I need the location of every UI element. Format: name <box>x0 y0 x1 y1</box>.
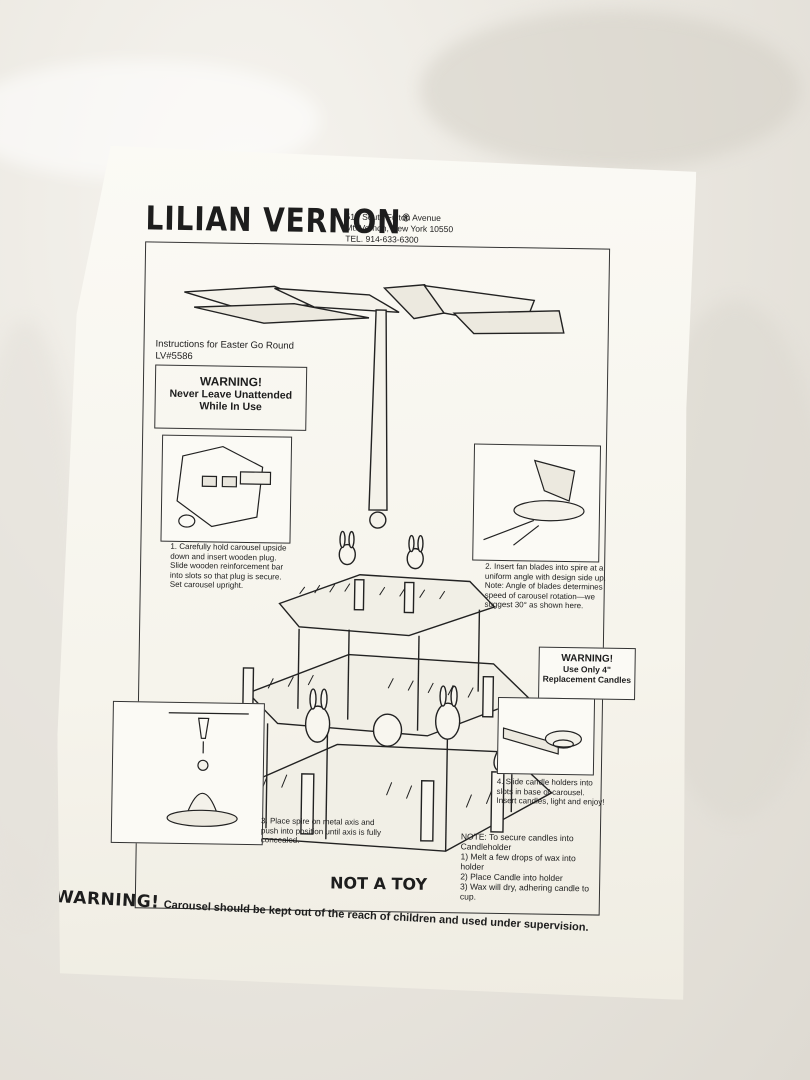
warning-box: WARNING! Never Leave Unattended While In… <box>154 365 307 431</box>
warning-box-line2: While In Use <box>199 400 262 414</box>
step3-caption: 3. Place spire on metal axis and push in… <box>260 816 382 845</box>
blade-angle-diagram <box>473 445 600 562</box>
replacement-candle-warning: WARNING! Use Only 4" Replacement Candles <box>538 647 636 701</box>
spire-knob <box>370 512 386 528</box>
step1-panel <box>160 435 292 544</box>
note-item1: 1) Melt a few drops of wax into holder <box>460 851 576 872</box>
step4-panel <box>497 697 595 776</box>
fan-blades <box>184 281 565 335</box>
cloth-fold <box>420 10 800 170</box>
step4-caption: 4. Slide candle holders into slots in ba… <box>496 776 605 807</box>
replacement-line2: Replacement Candles <box>542 673 632 686</box>
candle-note: NOTE: To secure candles into Candleholde… <box>460 831 601 903</box>
not-a-toy-label: NOT A TOY <box>329 873 428 894</box>
company-address: 510 South Fulton Avenue Mt. Vernon, New … <box>345 211 453 246</box>
plug-diagram <box>161 436 291 543</box>
note-head: NOTE: To secure candles into Candleholde… <box>460 831 574 853</box>
step2-panel <box>472 444 601 563</box>
step2-caption: 2. Insert fan blades into spire at a uni… <box>484 561 606 611</box>
product-code: LV#5586 <box>155 350 193 363</box>
step1-caption: 1. Carefully hold carousel upside down a… <box>169 541 287 590</box>
product-info: Instructions for Easter Go Round LV#5586 <box>155 339 294 365</box>
spire <box>369 310 390 510</box>
spire-axis-diagram <box>112 702 264 844</box>
candle-holder-diagram <box>498 698 594 774</box>
instruction-sheet: LILIAN VERNON® 510 South Fulton Avenue M… <box>53 145 696 1000</box>
note-item3: 3) Wax will dry, adhering candle to cup. <box>459 881 590 902</box>
step3-panel <box>111 701 265 845</box>
carousel-illustration <box>145 247 605 894</box>
bunny-figures <box>305 531 462 747</box>
bottom-warning-label: WARNING! <box>54 887 160 913</box>
